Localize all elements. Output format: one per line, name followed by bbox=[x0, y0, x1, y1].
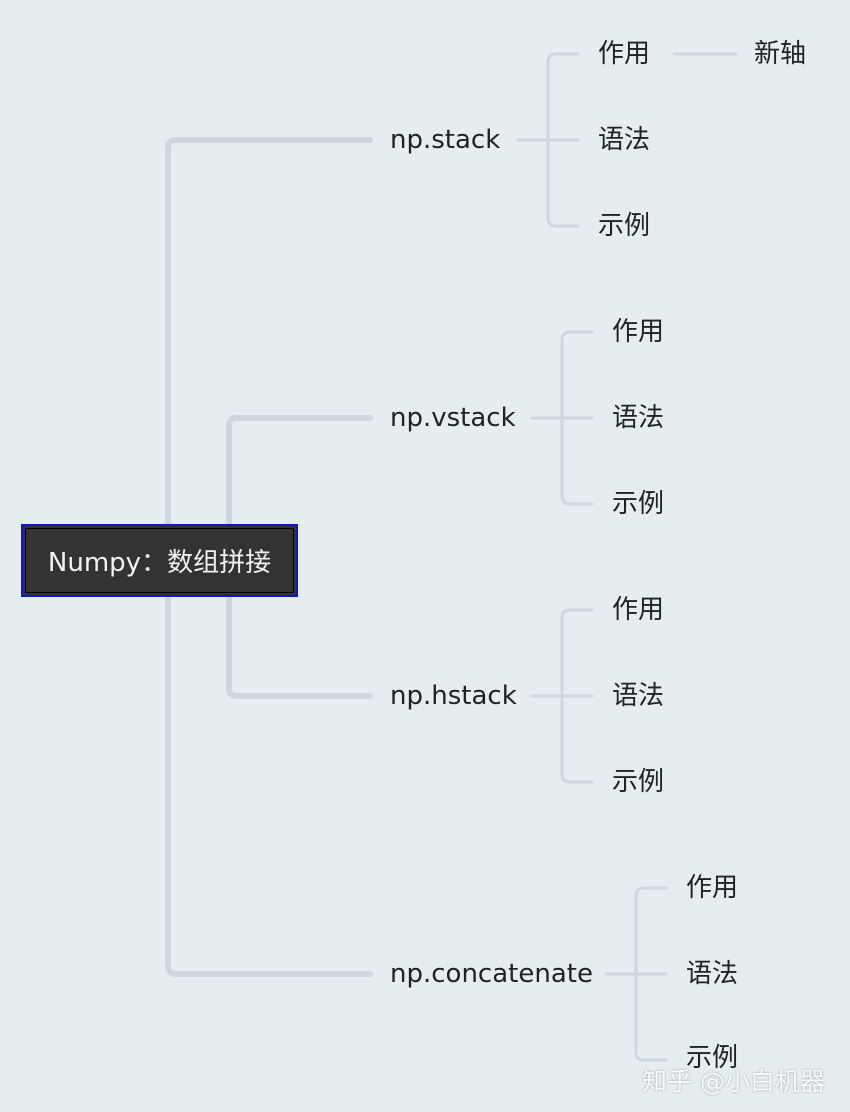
vstack-leaf-example[interactable]: 示例 bbox=[612, 489, 665, 519]
edge-concat-bracket bbox=[634, 886, 668, 1062]
branch-np-concatenate[interactable]: np.concatenate bbox=[390, 959, 593, 989]
edge-root-stack bbox=[165, 137, 373, 563]
concatenate-leaf-syntax[interactable]: 语法 bbox=[686, 959, 739, 989]
edge-vstack-bracket bbox=[560, 330, 594, 506]
stack-subleaf-new-axis[interactable]: 新轴 bbox=[754, 39, 807, 69]
branch-np-hstack[interactable]: np.hstack bbox=[390, 681, 517, 711]
stack-leaf-syntax[interactable]: 语法 bbox=[598, 125, 651, 155]
stack-leaf-usage[interactable]: 作用 bbox=[598, 39, 651, 69]
vstack-leaf-usage[interactable]: 作用 bbox=[612, 317, 665, 347]
concatenate-leaf-usage[interactable]: 作用 bbox=[686, 873, 739, 903]
branch-np-vstack[interactable]: np.vstack bbox=[390, 403, 516, 433]
edge-root-vstack bbox=[226, 415, 373, 563]
edge-root-hstack bbox=[226, 557, 373, 699]
branch-np-stack[interactable]: np.stack bbox=[390, 125, 501, 155]
hstack-leaf-syntax[interactable]: 语法 bbox=[612, 681, 665, 711]
hstack-leaf-usage[interactable]: 作用 bbox=[612, 595, 665, 625]
edge-hstack-bracket bbox=[560, 608, 594, 784]
hstack-leaf-example[interactable]: 示例 bbox=[612, 767, 665, 797]
edge-root-concatenate bbox=[165, 557, 373, 977]
vstack-leaf-syntax[interactable]: 语法 bbox=[612, 403, 665, 433]
root-topic-label: Numpy：数组拼接 bbox=[47, 548, 272, 578]
root-topic[interactable]: Numpy：数组拼接 bbox=[21, 524, 298, 597]
concatenate-leaf-example[interactable]: 示例 bbox=[686, 1043, 739, 1073]
watermark: 知乎 @小白机器 bbox=[642, 1067, 825, 1096]
stack-leaf-example[interactable]: 示例 bbox=[598, 211, 651, 241]
